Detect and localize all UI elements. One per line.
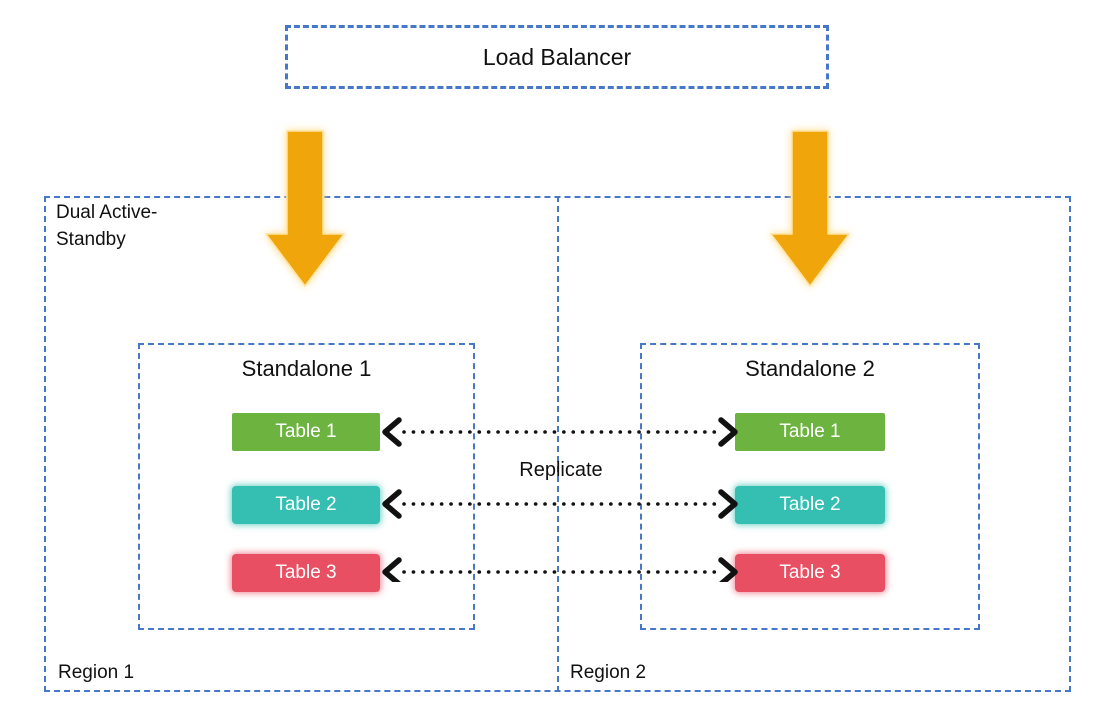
load-balancer-box: Load Balancer: [285, 25, 829, 89]
down-arrow-icon: [765, 128, 855, 292]
dotted-double-arrow-icon: [382, 489, 738, 519]
dotted-double-arrow-icon: [382, 557, 738, 587]
region1-table3-chip: Table 3: [232, 554, 380, 592]
replication-arrows: [382, 412, 738, 587]
cluster-label: Dual Active-Standby: [56, 202, 158, 250]
region-1-label: Region 1: [58, 662, 135, 683]
standalone-1-title: Standalone 1: [241, 356, 372, 381]
region2-table2-chip: Table 2: [735, 486, 885, 524]
standalone-2-box: Standalone 2: [640, 343, 980, 630]
region1-table2-chip: Table 2: [232, 486, 380, 524]
region1-table1-chip: Table 1: [232, 413, 380, 451]
region-divider-line: [557, 196, 559, 692]
dotted-double-arrow-icon: [382, 417, 738, 447]
replicate-label: Replicate: [519, 459, 603, 481]
region2-table3-chip: Table 3: [735, 554, 885, 592]
region-2-label: Region 2: [570, 662, 647, 683]
standalone-1-box: Standalone 1: [138, 343, 475, 630]
region2-table1-chip: Table 1: [735, 413, 885, 451]
load-balancer-label: Load Balancer: [482, 43, 632, 70]
standalone-2-title: Standalone 2: [745, 356, 875, 381]
down-arrow-icon: [260, 128, 350, 292]
